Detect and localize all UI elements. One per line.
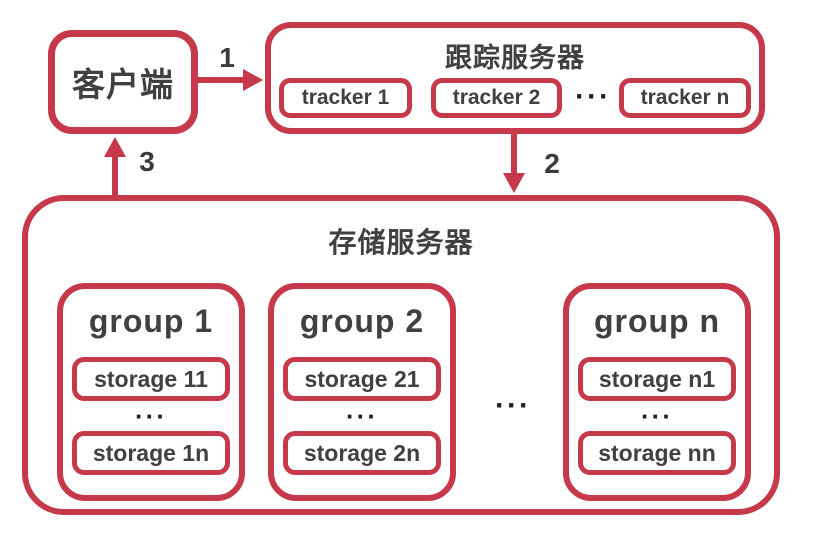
tracker-node-n: tracker n	[619, 78, 751, 118]
storage-server-panel: 存储服务器 group 1 storage 11 ··· storage 1n …	[22, 195, 780, 515]
tracker-node-2: tracker 2	[431, 78, 562, 118]
client-box: 客户端	[48, 30, 198, 134]
step-3-label: 3	[139, 146, 155, 177]
storage-node-21: storage 21	[283, 357, 441, 401]
storage-node-2n-label: storage 2n	[303, 439, 421, 466]
tracker-server-panel: 跟踪服务器 tracker 1 tracker 2 ··· tracker n	[265, 22, 765, 134]
storage-node-1n: storage 1n	[72, 431, 230, 475]
storage-node-1n-label: storage 1n	[92, 439, 210, 466]
group-1-ellipsis: ···	[135, 401, 167, 431]
storage-node-11-label: storage 11	[94, 365, 208, 392]
groups-ellipsis: ···	[495, 389, 531, 422]
arrow-step3	[104, 137, 126, 196]
storage-node-11: storage 11	[72, 357, 230, 401]
arrow-step2	[503, 133, 525, 193]
group-2-box: group 2 storage 21 ··· storage 2n	[268, 283, 456, 501]
group-1-title: group 1	[88, 303, 214, 339]
group-n-title: group n	[593, 303, 721, 339]
client-label: 客户端	[72, 66, 174, 103]
tracker-panel-title: 跟踪服务器	[445, 43, 585, 73]
tracker-ellipsis: ···	[575, 80, 611, 113]
tracker-node-n-label: tracker n	[640, 86, 730, 109]
group-2-title: group 2	[299, 303, 425, 339]
step-2-label: 2	[544, 148, 560, 179]
storage-node-2n: storage 2n	[283, 431, 441, 475]
tracker-node-1: tracker 1	[279, 78, 412, 118]
storage-panel-title: 存储服务器	[328, 227, 474, 258]
storage-node-21-label: storage 21	[304, 365, 420, 392]
storage-node-n1: storage n1	[578, 357, 736, 401]
group-n-box: group n storage n1 ··· storage nn	[563, 283, 751, 501]
storage-node-n1-label: storage n1	[598, 365, 716, 392]
group-n-ellipsis: ···	[641, 401, 673, 431]
group-2-ellipsis: ···	[346, 401, 378, 431]
storage-node-nn-label: storage nn	[598, 439, 716, 466]
group-1-box: group 1 storage 11 ··· storage 1n	[57, 283, 245, 501]
storage-node-nn: storage nn	[578, 431, 736, 475]
step-1-label: 1	[219, 42, 235, 73]
tracker-node-1-label: tracker 1	[301, 86, 390, 109]
tracker-node-2-label: tracker 2	[452, 86, 541, 109]
